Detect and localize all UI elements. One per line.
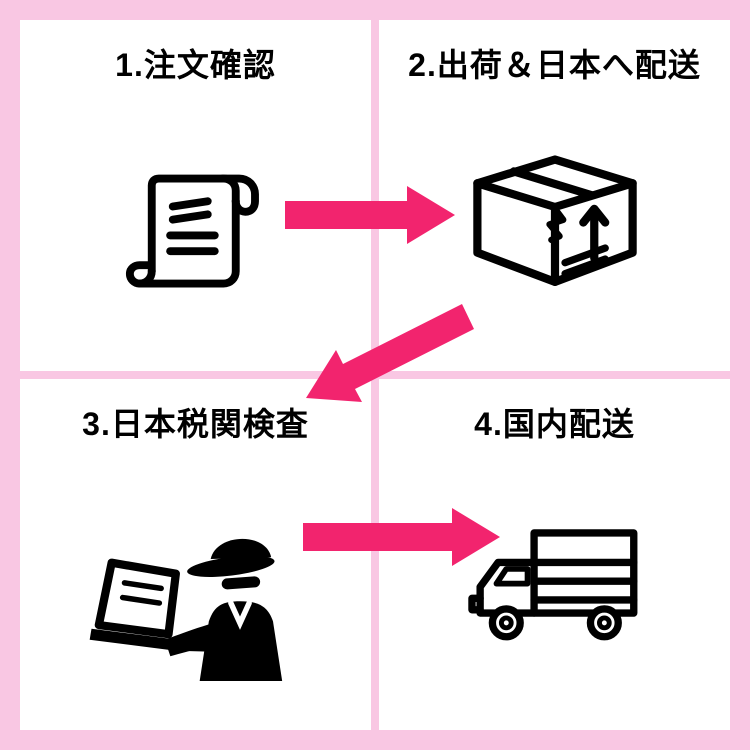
step-panel-2-ship-to-japan: 2.出荷＆日本へ配送 [379, 20, 730, 371]
customs-officer-svg [89, 538, 282, 681]
shipping-box-svg [472, 155, 637, 286]
step-3-title: 3.日本税関検査 [82, 406, 309, 442]
step-4-title: 4.国内配送 [474, 406, 635, 442]
step-panel-4-domestic-delivery: 4.国内配送 [379, 379, 730, 730]
delivery-truck-icon [379, 443, 730, 730]
customs-officer-icon [20, 443, 371, 730]
delivery-truck-svg [468, 529, 638, 641]
scroll-document-svg [125, 174, 259, 288]
step-1-title: 1.注文確認 [115, 47, 276, 83]
scroll-document-icon [20, 84, 371, 371]
shipping-box-icon [379, 84, 730, 371]
step-panel-1-order-confirmation: 1.注文確認 [20, 20, 371, 371]
step-2-title: 2.出荷＆日本へ配送 [408, 47, 701, 83]
step-panel-3-customs-inspection: 3.日本税関検査 [20, 379, 371, 730]
